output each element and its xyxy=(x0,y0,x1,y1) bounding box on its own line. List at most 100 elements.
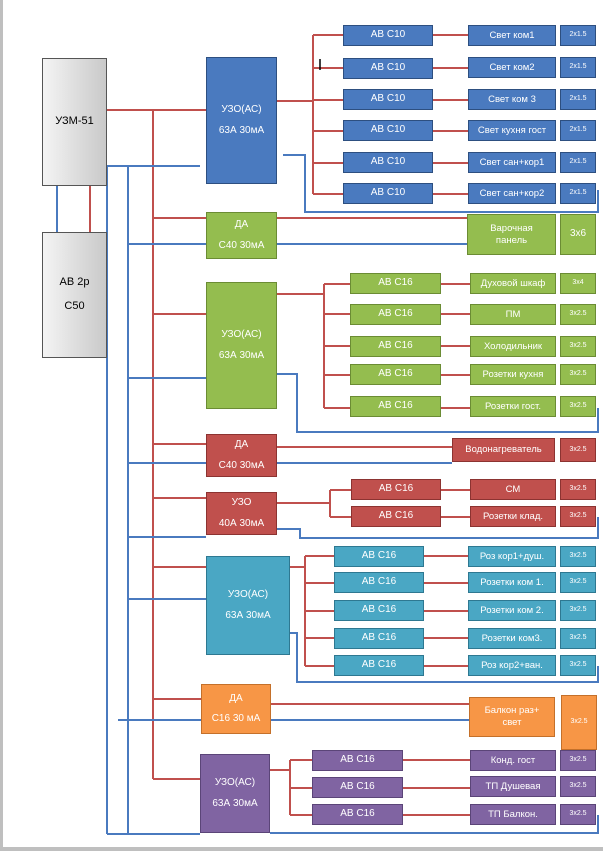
breaker-label: АВ С16 xyxy=(378,277,413,289)
load-label: Водонагреватель xyxy=(465,444,542,456)
cable-sockets-4: 3х2.5 xyxy=(560,628,596,649)
load-light-3: Свет ком 3 xyxy=(468,89,556,110)
cable-label: 3х2.5 xyxy=(569,552,587,560)
load-label: Духовой шкаф xyxy=(480,277,546,289)
load-label: ПМ xyxy=(505,308,521,320)
load-label: Розетки ком 2. xyxy=(480,604,544,616)
breaker-heating-3: АВ С16 xyxy=(312,804,403,825)
load-label: СМ xyxy=(505,483,521,495)
load-label: Роз кор2+ван. xyxy=(481,659,543,671)
breaker-kitchen-2: АВ С16 xyxy=(350,304,441,325)
cable-label: 3х2.5 xyxy=(569,782,587,790)
meter-uzm51: УЗМ-51 xyxy=(42,58,107,186)
cable-kitchen-4: 3х2.5 xyxy=(560,364,596,385)
cable-label: 3х2.5 xyxy=(569,370,587,378)
load-sockets-2: Розетки ком 1. xyxy=(468,572,556,593)
main-breaker: АВ 2р С50 xyxy=(42,232,107,358)
breaker-label: АВ С16 xyxy=(340,808,375,820)
breaker-kitchen-1: АВ С16 xyxy=(350,273,441,294)
breaker-label: АВ С16 xyxy=(378,483,414,495)
cable-balcony: 3х2.5 xyxy=(561,695,597,750)
load-laundry-1: СМ xyxy=(470,479,556,500)
rcd-sockets-rating: 63А 30мА xyxy=(225,609,271,621)
cable-label: 3х2.5 xyxy=(569,342,587,350)
load-label: Розетки клад. xyxy=(482,510,544,522)
load-light-2: Свет ком2 xyxy=(468,57,556,78)
breaker-light-3: АВ С10 xyxy=(343,89,433,110)
load-label: Роз кор1+душ. xyxy=(479,550,545,562)
cable-kitchen-1: 3х4 xyxy=(560,273,596,294)
breaker-kitchen-5: АВ С16 xyxy=(350,396,441,417)
load-label: Розетки ком3. xyxy=(481,632,543,644)
load-label: ТП Душевая xyxy=(485,780,541,792)
load-laundry-2: Розетки клад. xyxy=(470,506,556,527)
cable-label: 3х2.5 xyxy=(569,634,587,642)
cable-heating-2: 3х2.5 xyxy=(560,776,596,797)
page-bottom-border xyxy=(0,847,603,851)
rcbo-hob-type: ДА xyxy=(234,219,249,230)
rcd-sockets: УЗО(АС) 63А 30мА xyxy=(206,556,290,655)
load-label: Свет ком2 xyxy=(489,61,535,73)
rcd-kitchen: УЗО(АС) 63А 30мА xyxy=(206,282,277,409)
breaker-heating-1: АВ С16 xyxy=(312,750,403,771)
load-heating-2: ТП Душевая xyxy=(470,776,556,797)
main-breaker-line1: АВ 2р xyxy=(59,276,90,289)
cable-label: 3х2.5 xyxy=(569,445,587,453)
breaker-kitchen-4: АВ С16 xyxy=(350,364,441,385)
load-water-heater: Водонагреватель xyxy=(452,438,555,462)
rcbo-balcony: ДА С16 30 мА xyxy=(201,684,271,734)
cable-heating-3: 3х2.5 xyxy=(560,804,596,825)
cable-water-heater: 3х2.5 xyxy=(560,438,596,462)
breaker-light-1: АВ С10 xyxy=(343,25,433,46)
breaker-label: АВ С16 xyxy=(361,604,397,616)
cable-label: 2х1.5 xyxy=(569,95,587,103)
breaker-label: АВ С16 xyxy=(378,308,413,320)
cable-light-2: 2х1.5 xyxy=(560,57,596,78)
breaker-kitchen-3: АВ С16 xyxy=(350,336,441,357)
cable-label: 2х1.5 xyxy=(569,126,587,134)
cable-kitchen-3: 3х2.5 xyxy=(560,336,596,357)
load-label: Розетки кухня xyxy=(482,368,544,380)
load-sockets-5: Роз кор2+ван. xyxy=(468,655,556,676)
breaker-label: АВ С16 xyxy=(340,781,375,793)
load-kitchen-5: Розетки гост. xyxy=(470,396,556,417)
breaker-label: АВ С10 xyxy=(370,29,406,41)
breaker-label: АВ С16 xyxy=(361,659,397,671)
cable-label: 2х1.5 xyxy=(569,158,587,166)
cable-kitchen-5: 3х2.5 xyxy=(560,396,596,417)
cable-label: 2х1.5 xyxy=(569,63,587,71)
load-label: Свет кухня гост xyxy=(477,124,547,136)
breaker-sockets-4: АВ С16 xyxy=(334,628,424,649)
breaker-label: АВ С16 xyxy=(361,632,397,644)
cable-heating-1: 3х2.5 xyxy=(560,750,596,771)
breaker-label: АВ С16 xyxy=(378,368,413,380)
rcbo-hob-rating: С40 30мА xyxy=(218,239,265,251)
breaker-label: АВ С16 xyxy=(378,510,414,522)
breaker-sockets-2: АВ С16 xyxy=(334,572,424,593)
cable-label: 3х6 xyxy=(569,228,587,240)
rcbo-balcony-type: ДА xyxy=(229,692,243,704)
load-heating-1: Конд. гост xyxy=(470,750,556,771)
rcbo-water-heater-type: ДА xyxy=(234,439,249,450)
cable-label: 3х2.5 xyxy=(569,661,587,669)
cable-light-3: 2х1.5 xyxy=(560,89,596,110)
load-label-line2: свет xyxy=(502,717,522,728)
rcd-kitchen-rating: 63А 30мА xyxy=(218,349,265,361)
cable-sockets-5: 3х2.5 xyxy=(560,655,596,676)
breaker-sockets-3: АВ С16 xyxy=(334,600,424,621)
breaker-light-6: АВ С10 xyxy=(343,183,433,204)
load-hob: Варочная панель xyxy=(467,214,556,255)
meter-label: УЗМ-51 xyxy=(55,115,94,128)
rcd-laundry-type: УЗО xyxy=(231,497,252,508)
load-label: Свет ком1 xyxy=(489,29,535,41)
load-kitchen-3: Холодильник xyxy=(470,336,556,357)
cable-sockets-3: 3х2.5 xyxy=(560,600,596,621)
load-label: Балкон раз+ xyxy=(484,705,540,717)
cable-label: 3х2.5 xyxy=(569,485,587,493)
rcbo-water-heater: ДА С40 30мА xyxy=(206,434,277,477)
load-label: Свет ком 3 xyxy=(488,93,536,105)
cable-kitchen-2: 3х2.5 xyxy=(560,304,596,325)
main-breaker-line2: С50 xyxy=(64,300,85,312)
load-sockets-4: Розетки ком3. xyxy=(468,628,556,649)
load-kitchen-1: Духовой шкаф xyxy=(470,273,556,294)
